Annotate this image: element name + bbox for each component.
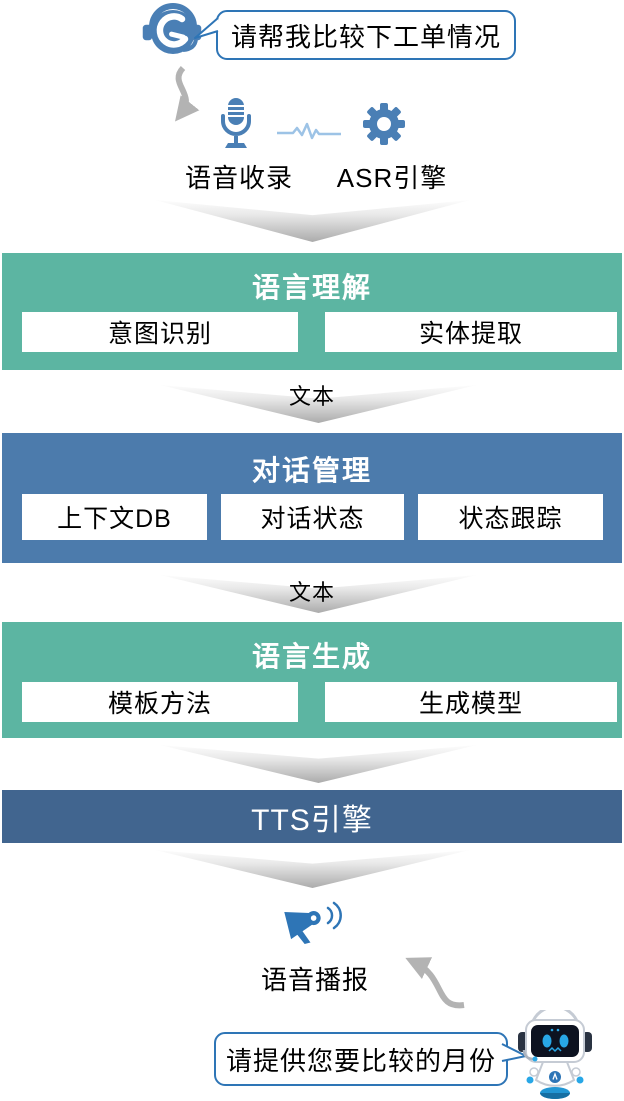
flow-label-text-2: 文本 bbox=[288, 580, 335, 605]
voice-capture-label: 语音收录 bbox=[184, 163, 293, 193]
tts-engine-bar: TTS引擎 bbox=[2, 790, 622, 843]
voice-broadcast-label: 语音播报 bbox=[260, 965, 369, 995]
user-speech-bubble: 请帮我比较下工单情况 bbox=[216, 10, 516, 60]
gear-icon bbox=[363, 103, 405, 145]
waveform-icon bbox=[277, 122, 341, 140]
flow-arrow-1 bbox=[155, 200, 470, 242]
user-bubble-tail bbox=[194, 17, 219, 39]
megaphone-icon bbox=[284, 901, 342, 944]
stage-dialog-mgmt: 对话管理 上下文DB 对话状态 状态跟踪 bbox=[2, 433, 622, 563]
dm-state-tracking-box: 状态跟踪 bbox=[418, 494, 603, 540]
stage-dm-title: 对话管理 bbox=[251, 455, 372, 486]
stage-nlg: 语言生成 模板方法 生成模型 bbox=[2, 622, 622, 738]
dm-dialog-state-box: 对话状态 bbox=[221, 494, 404, 540]
nlu-intent-box: 意图识别 bbox=[22, 312, 298, 352]
curved-arrow-up-icon bbox=[405, 957, 465, 1009]
bot-speech-text: 请提供您要比较的月份 bbox=[225, 1045, 496, 1076]
robot-icon bbox=[518, 1010, 592, 1099]
microphone-icon bbox=[221, 98, 251, 148]
bot-speech-bubble: 请提供您要比较的月份 bbox=[214, 1032, 508, 1086]
stage-nlu-title: 语言理解 bbox=[251, 272, 372, 303]
flow-arrow-4 bbox=[160, 745, 477, 783]
asr-engine-label: ASR引擎 bbox=[336, 163, 448, 193]
curved-arrow-down-icon bbox=[175, 65, 200, 122]
nlu-entity-box: 实体提取 bbox=[325, 312, 617, 352]
dm-context-db-box: 上下文DB bbox=[22, 494, 207, 540]
nlg-template-box: 模板方法 bbox=[22, 682, 298, 722]
user-speech-text: 请帮我比较下工单情况 bbox=[230, 21, 501, 52]
stage-nlg-title: 语言生成 bbox=[251, 641, 372, 672]
nlg-generation-box: 生成模型 bbox=[325, 682, 617, 722]
flow-arrow-5 bbox=[155, 850, 470, 888]
stage-nlu: 语言理解 意图识别 实体提取 bbox=[2, 253, 622, 370]
flow-label-text-1: 文本 bbox=[288, 384, 335, 409]
